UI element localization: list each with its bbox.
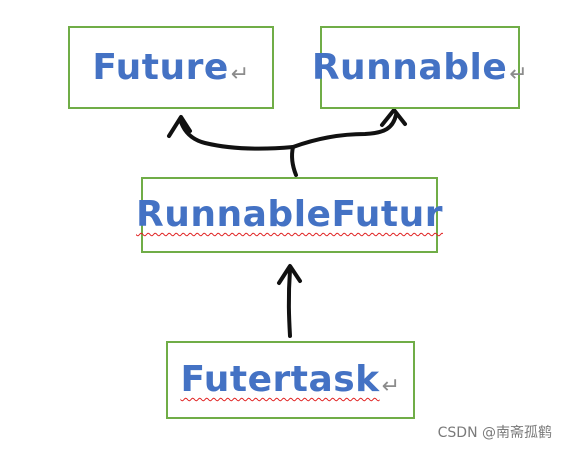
return-mark-icon: ↵ bbox=[230, 61, 250, 87]
arrowhead-runnable bbox=[380, 108, 407, 127]
arrowhead-runnablefutur bbox=[277, 264, 302, 285]
node-runnablefutur-label: RunnableFutur bbox=[136, 194, 443, 235]
return-mark-icon: ↵ bbox=[509, 61, 529, 87]
node-future-label: Future↵ bbox=[92, 46, 250, 88]
arrow-branch-to-future bbox=[179, 120, 295, 151]
watermark: CSDN @南斋孤鹤 bbox=[437, 425, 552, 441]
node-futertask: Futertask↵ bbox=[166, 341, 415, 419]
node-futertask-label: Futertask↵ bbox=[180, 359, 401, 400]
arrow-branch-to-runnable bbox=[291, 113, 398, 149]
node-future: Future↵ bbox=[68, 26, 274, 109]
arrow-futertask-to-runnablefutur bbox=[286, 268, 292, 338]
node-runnablefutur: RunnableFutur bbox=[136, 177, 442, 253]
node-runnable: Runnable↵ bbox=[312, 26, 528, 109]
arrow-runnablefutur-stem bbox=[290, 145, 298, 177]
node-runnable-label: Runnable↵ bbox=[311, 46, 529, 88]
return-mark-icon: ↵ bbox=[381, 374, 401, 399]
arrowhead-future bbox=[167, 115, 192, 138]
